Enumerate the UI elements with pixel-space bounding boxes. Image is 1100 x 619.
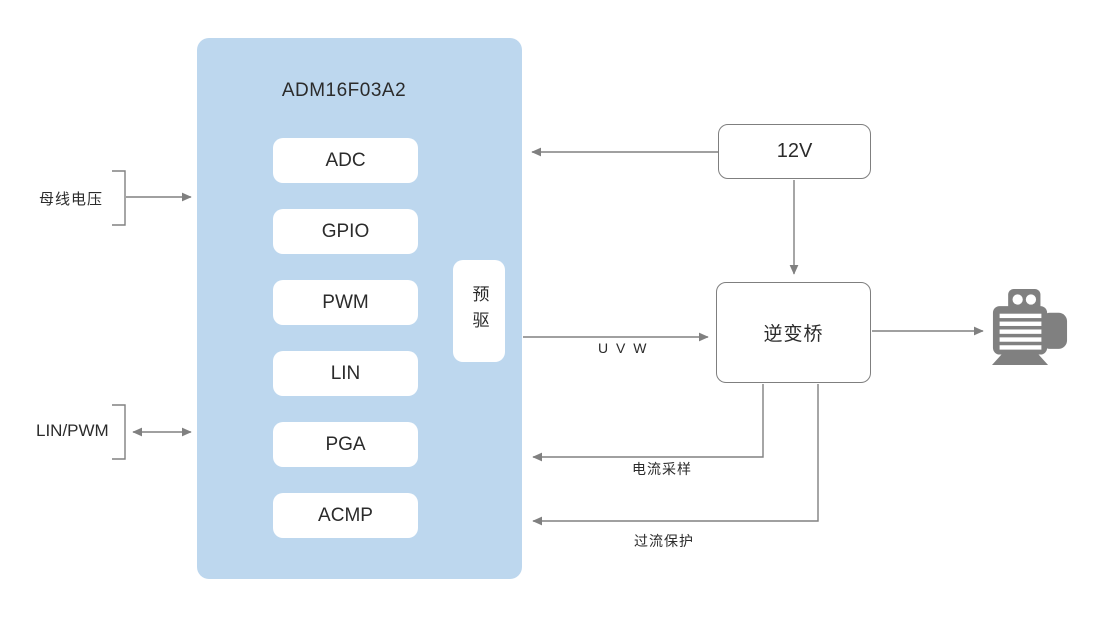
inverter-bridge-block: 逆变桥 — [716, 282, 871, 383]
power-12v-label: 12V — [776, 140, 813, 162]
lin-pwm-label: LIN/PWM — [36, 421, 109, 440]
chip-module-adc: ADC — [273, 138, 418, 183]
predriver-label: 预驱 — [469, 285, 489, 337]
power-12v-block: 12V — [718, 124, 871, 179]
chip-module-lin: LIN — [273, 351, 418, 396]
chip-title: ADM16F03A2 — [281, 80, 407, 101]
uvw-signal-label: U V W — [598, 340, 649, 356]
bus-voltage-label: 母线电压 — [39, 191, 104, 208]
motor-icon — [992, 289, 1068, 365]
arrow-current-sample — [532, 384, 764, 462]
chip-module-acmp: ACMP — [273, 493, 418, 538]
chip-module-pwm: PWM — [273, 280, 418, 325]
inverter-bridge-label: 逆变桥 — [763, 324, 824, 345]
chip-module-pga: PGA — [273, 422, 418, 467]
overcurrent-label: 过流保护 — [634, 533, 694, 549]
current-sample-label: 电流采样 — [632, 461, 692, 477]
arrow-overcurrent — [532, 384, 819, 526]
chip-block: ADM16F03A2 ADC GPIO PWM LIN PGA ACMP 预驱 — [197, 38, 522, 579]
chip-module-gpio: GPIO — [273, 209, 418, 254]
lin-pwm-bracket — [112, 404, 126, 460]
bus-voltage-bracket — [112, 170, 126, 226]
predriver-block: 预驱 — [453, 260, 505, 362]
